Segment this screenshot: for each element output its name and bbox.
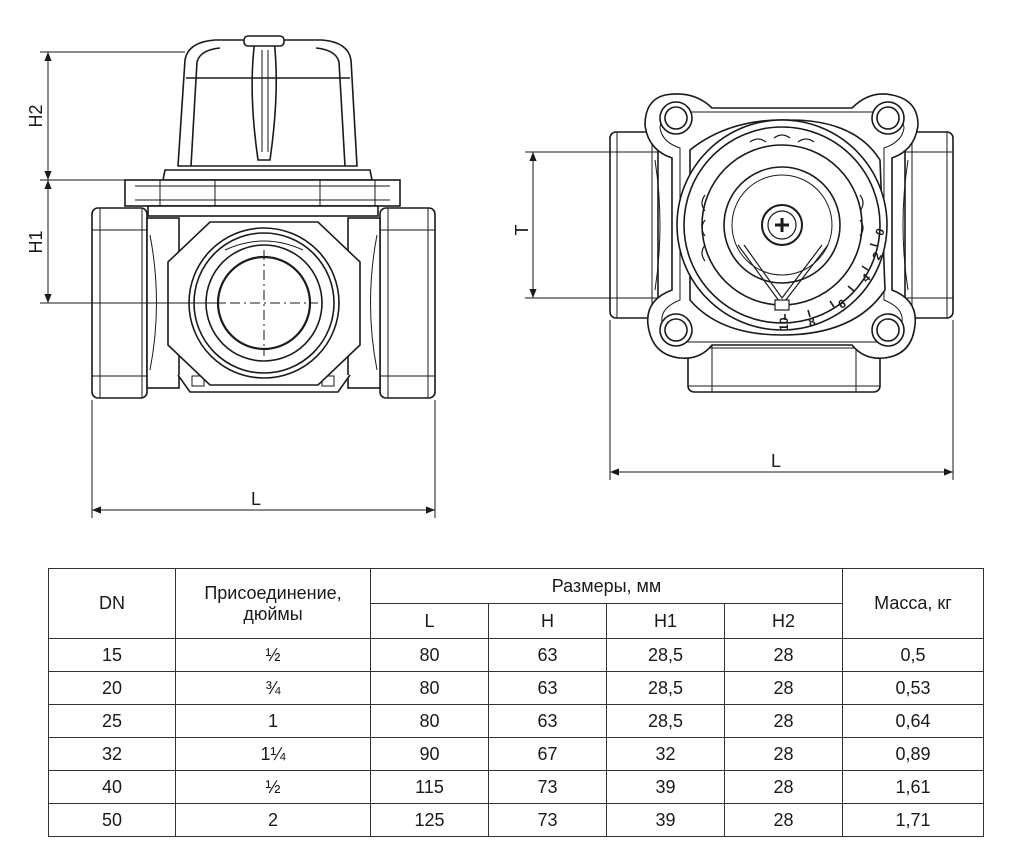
dim-l-top-label: L [771,451,781,471]
top-right-port [902,131,954,319]
actuator-body [676,119,888,336]
cell-l: 115 [370,770,489,804]
mounting-holes [659,101,905,347]
cell-h1: 39 [606,770,725,804]
cell-mass: 0,64 [842,704,984,738]
cell-h2: 28 [724,638,843,672]
cell-h1: 28,5 [606,704,725,738]
cell-dn: 20 [48,671,176,705]
header-dn: DN [48,568,176,639]
cell-h: 63 [488,638,607,672]
cell-h1: 32 [606,737,725,771]
cell-h: 67 [488,737,607,771]
cell-connection: 2 [175,803,371,837]
cell-connection: ¾ [175,671,371,705]
cell-connection: 1 [175,704,371,738]
header-connection: Присоединение, дюймы [175,568,371,639]
scale-mark-0: 0 [872,226,888,237]
valve-flange [124,179,401,217]
cell-h2: 28 [724,671,843,705]
cell-h1: 28,5 [606,638,725,672]
header-h: H [488,603,607,639]
cell-l: 90 [370,737,489,771]
cell-dn: 50 [48,803,176,837]
scale-mark-10: 10 [777,317,791,331]
cell-connection: ½ [175,770,371,804]
cell-h: 63 [488,671,607,705]
table-row: 20 ¾ 80 63 28,5 28 0,53 [48,671,984,705]
scale-mark-8: 8 [807,314,817,329]
cell-h: 73 [488,770,607,804]
table-row: 15 ½ 80 63 28,5 28 0,5 [48,638,984,672]
top-bottom-port [687,337,881,393]
header-h2: H2 [724,603,843,639]
valve-handle [162,35,373,181]
cell-h2: 28 [724,704,843,738]
top-dimensions [525,151,954,480]
cell-mass: 1,71 [842,803,984,837]
center-lines [210,250,318,356]
right-port [347,207,436,399]
front-view [40,35,436,518]
table-row: 40 ½ 115 73 39 28 1,61 [48,770,984,804]
cell-dn: 25 [48,704,176,738]
dim-h1-label: H1 [26,230,46,253]
dim-h2-label: H2 [26,104,46,127]
cell-connection: ½ [175,638,371,672]
cell-h2: 28 [724,803,843,837]
header-mass: Масса, кг [842,568,984,639]
cell-l: 80 [370,638,489,672]
front-port [167,221,361,393]
cell-h1: 39 [606,803,725,837]
scale-ticks [784,243,878,320]
top-left-port [609,131,661,319]
cell-mass: 1,61 [842,770,984,804]
dim-t-label: T [512,225,532,236]
dim-l-front-label: L [251,489,261,509]
cell-dn: 40 [48,770,176,804]
cell-mass: 0,5 [842,638,984,672]
cell-h: 73 [488,803,607,837]
technical-drawing: H2 H1 L [26,35,954,518]
header-dimensions: Размеры, мм [370,568,843,604]
cell-dn: 15 [48,638,176,672]
header-l: L [370,603,489,639]
cell-l: 80 [370,671,489,705]
cell-mass: 0,89 [842,737,984,771]
cell-h: 63 [488,704,607,738]
header-h1: H1 [606,603,725,639]
cell-h2: 28 [724,737,843,771]
cell-dn: 32 [48,737,176,771]
cell-mass: 0,53 [842,671,984,705]
cell-h2: 28 [724,770,843,804]
front-dimensions [40,51,436,518]
cell-h1: 28,5 [606,671,725,705]
top-view [525,93,954,480]
cell-connection: 1¼ [175,737,371,771]
dimensions-table: DN Присоединение, дюймы Размеры, мм Масс… [48,568,984,837]
cell-l: 125 [370,803,489,837]
table-row: 50 2 125 73 39 28 1,71 [48,803,984,837]
cell-l: 80 [370,704,489,738]
table-row: 25 1 80 63 28,5 28 0,64 [48,704,984,738]
table-row: 32 1¼ 90 67 32 28 0,89 [48,737,984,771]
